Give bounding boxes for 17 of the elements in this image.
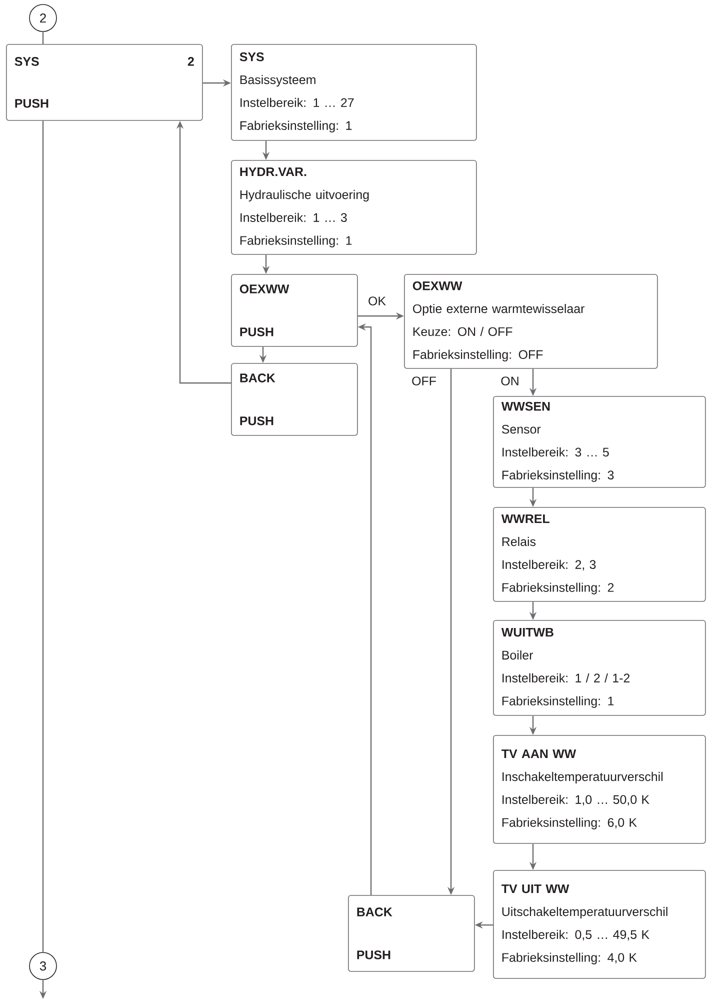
- edge-label: OK: [367, 296, 387, 306]
- menu-box: BACK PUSH: [348, 895, 475, 972]
- parameter-box: WWREL Relais Instelbereik: 2, 3 Fabrieksinstelling: 2: [493, 507, 706, 602]
- parameter-box: TV AAN WW Inschakeltemperatuurverschil Instelbereik: 1,0 … 50,0 K Fabrieksinstelling: 6,0 K: [493, 735, 706, 844]
- parameter-box: HYDR.VAR. Hydraulische uitvoering Instelbereik: 1 … 3 Fabrieksinstelling: 1: [231, 160, 477, 255]
- connector-line: [42, 32, 44, 44]
- connector-line: [42, 120, 44, 952]
- parameter-box: TV UIT WW Uitschakeltemperatuurverschil Instelbereik: 0,5 … 49,5 K Fabrieksinstelling: 4,0 K: [493, 870, 706, 979]
- menu-box: OEXWW PUSH: [231, 274, 358, 347]
- parameter-box: OEXWW Optie externe warmtewisselaar Keuze: ON / OFF Fabrieksinstelling: OFF: [404, 274, 658, 369]
- edge-label: ON: [500, 376, 520, 386]
- menu-box: BACK PUSH: [231, 363, 358, 436]
- parameter-box: SYS Basissysteem Instelbereik: 1 … 27 Fabrieksinstelling: 1: [231, 44, 477, 141]
- parameter-box: WWSEN Sensor Instelbereik: 3 … 5 Fabrieksinstelling: 3: [493, 396, 706, 488]
- edge-label: OFF: [410, 376, 438, 386]
- menu-box: SYS 2 PUSH: [6, 44, 203, 121]
- parameter-box: WUITWB Boiler Instelbereik: 1 / 2 / 1-2 Fabrieksinstelling: 1: [493, 620, 706, 716]
